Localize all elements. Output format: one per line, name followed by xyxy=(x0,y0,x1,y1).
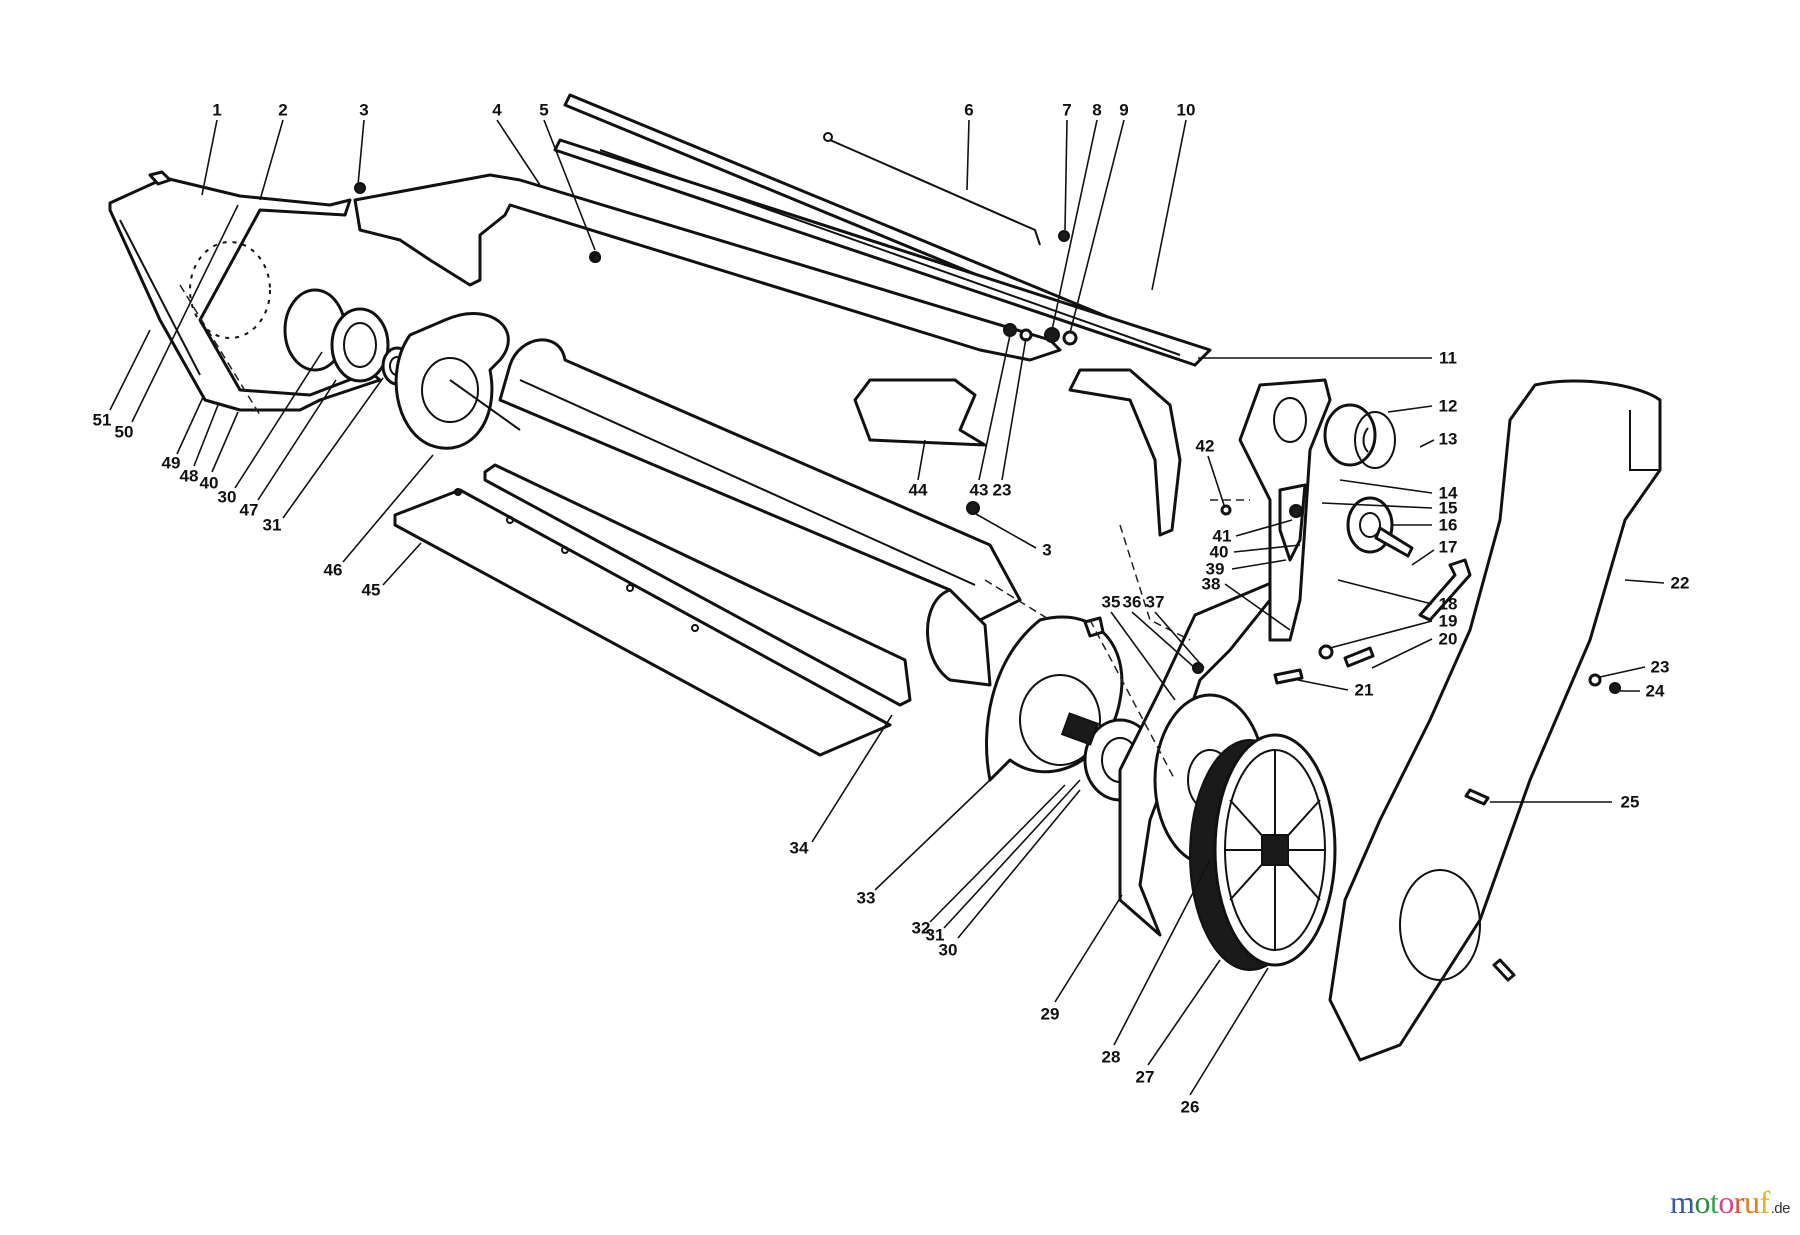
callout-41: 41 xyxy=(1212,526,1232,546)
idler-arm-bracket xyxy=(1238,378,1332,642)
callout-46: 46 xyxy=(323,560,343,580)
callout-13: 13 xyxy=(1438,429,1458,449)
callout-14: 14 xyxy=(1438,483,1458,503)
callout-2: 2 xyxy=(278,100,288,120)
watermark-letter: o xyxy=(1718,1184,1734,1220)
callout-39: 39 xyxy=(1205,559,1225,579)
callout-30a: 30 xyxy=(938,940,958,960)
belt-cover xyxy=(1328,379,1662,1062)
callout-40b: 40 xyxy=(199,473,219,493)
callout-35: 35 xyxy=(1101,592,1121,612)
callout-37: 37 xyxy=(1145,592,1165,612)
callout-5: 5 xyxy=(539,100,549,120)
bedknife-bar xyxy=(553,93,1212,367)
control-rod xyxy=(823,132,1041,246)
bottom-plate xyxy=(393,488,892,757)
left-end-disc xyxy=(394,312,521,450)
side-bracket xyxy=(1068,368,1182,537)
callout-1: 1 xyxy=(212,100,222,120)
watermark-letter: m xyxy=(1670,1184,1695,1220)
callout-34: 34 xyxy=(789,838,809,858)
callout-3a: 3 xyxy=(359,100,369,120)
callout-28: 28 xyxy=(1101,1047,1121,1067)
callout-36: 36 xyxy=(1122,592,1142,612)
callout-45: 45 xyxy=(361,580,381,600)
callout-10: 10 xyxy=(1176,100,1196,120)
small-hardware-top xyxy=(1003,230,1078,346)
callout-38: 38 xyxy=(1201,574,1221,594)
callout-15: 15 xyxy=(1438,498,1458,518)
callout-16: 16 xyxy=(1438,515,1458,535)
callout-23b: 23 xyxy=(992,480,1012,500)
watermark-letter: t xyxy=(1709,1184,1719,1220)
callout-30b: 30 xyxy=(217,487,237,507)
callout-24: 24 xyxy=(1645,681,1665,701)
watermark-letter: u xyxy=(1743,1184,1760,1220)
callout-42: 42 xyxy=(1195,436,1215,456)
callout-21: 21 xyxy=(1354,680,1374,700)
watermark-brand-letters: motoruf xyxy=(1670,1184,1770,1221)
callout-4: 4 xyxy=(492,100,502,120)
bottom-bar xyxy=(483,463,912,707)
callout-27: 27 xyxy=(1135,1067,1155,1087)
assembly-guidelines xyxy=(179,284,1250,781)
callout-31b: 31 xyxy=(262,515,282,535)
callout-31a: 31 xyxy=(925,925,945,945)
callout-33: 33 xyxy=(856,888,876,908)
leader-lines xyxy=(109,119,1665,1096)
callout-6: 6 xyxy=(964,100,974,120)
callout-18: 18 xyxy=(1438,594,1458,614)
watermark-letter: r xyxy=(1733,1184,1745,1220)
deflector-plate xyxy=(853,378,987,447)
watermark-letter: o xyxy=(1694,1184,1710,1220)
callout-44: 44 xyxy=(908,480,928,500)
callout-40a: 40 xyxy=(1209,542,1229,562)
callout-9: 9 xyxy=(1119,100,1129,120)
callout-11: 11 xyxy=(1439,348,1457,368)
fasteners xyxy=(354,182,1621,982)
callout-47: 47 xyxy=(239,500,259,520)
large-reel-pulley xyxy=(1189,733,1337,971)
callout-3b: 3 xyxy=(1042,540,1052,560)
callout-22: 22 xyxy=(1670,573,1690,593)
motoruf-watermark: motoruf.de xyxy=(1670,1184,1790,1221)
watermark-letter: f xyxy=(1759,1184,1770,1220)
callout-50: 50 xyxy=(114,422,134,442)
callout-20: 20 xyxy=(1438,629,1458,649)
callout-51: 51 xyxy=(92,410,112,430)
callout-25: 25 xyxy=(1620,792,1640,812)
callout-26: 26 xyxy=(1180,1097,1200,1117)
drive-pulley-small xyxy=(1323,403,1396,469)
callout-23a: 23 xyxy=(1650,657,1670,677)
left-side-plate xyxy=(108,170,382,412)
callout-48: 48 xyxy=(179,466,199,486)
callout-43: 43 xyxy=(969,480,989,500)
callout-19: 19 xyxy=(1438,611,1458,631)
callout-17: 17 xyxy=(1438,537,1458,557)
idler-pulley xyxy=(1346,496,1414,558)
callout-32: 32 xyxy=(911,918,931,938)
watermark-suffix: .de xyxy=(1770,1200,1791,1217)
callout-8: 8 xyxy=(1092,100,1102,120)
callout-29: 29 xyxy=(1040,1004,1060,1024)
callout-7: 7 xyxy=(1062,100,1072,120)
callout-49: 49 xyxy=(161,453,181,473)
callout-12: 12 xyxy=(1438,396,1458,416)
reel-shroud xyxy=(498,338,1022,687)
